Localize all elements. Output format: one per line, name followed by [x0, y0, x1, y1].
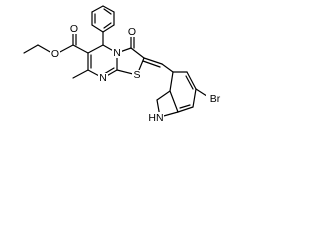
exocyclic-double-bond [142, 57, 163, 68]
svg-text:O: O [128, 26, 136, 38]
svg-text:N: N [99, 72, 107, 84]
svg-text:S: S [133, 69, 140, 81]
svg-text:N: N [113, 47, 121, 59]
atom-label-ring-n: N [112, 47, 122, 59]
atom-label-bromine: Br [206, 93, 223, 105]
atom-label-indole-nh: HN [148, 112, 164, 124]
svg-text:O: O [51, 48, 59, 60]
structure-drawing: O O O N N S HN Br [0, 0, 247, 148]
svg-text:HN: HN [148, 112, 163, 124]
atom-label-ester-o: O [50, 48, 60, 60]
svg-text:O: O [70, 23, 78, 35]
atom-label-imine-n: N [98, 72, 108, 84]
methyl-bond [72, 69, 89, 79]
svg-text:Br: Br [210, 93, 221, 105]
indole-system [156, 63, 211, 118]
atom-label-carbonyl-o: O [69, 23, 79, 35]
atom-label-sulfur: S [132, 69, 142, 81]
phenyl-ring [91, 5, 115, 33]
atom-label-ketone-o: O [127, 26, 137, 38]
molecule-svg: O O O N N S HN Br [23, 5, 223, 124]
ester-group [23, 29, 89, 54]
